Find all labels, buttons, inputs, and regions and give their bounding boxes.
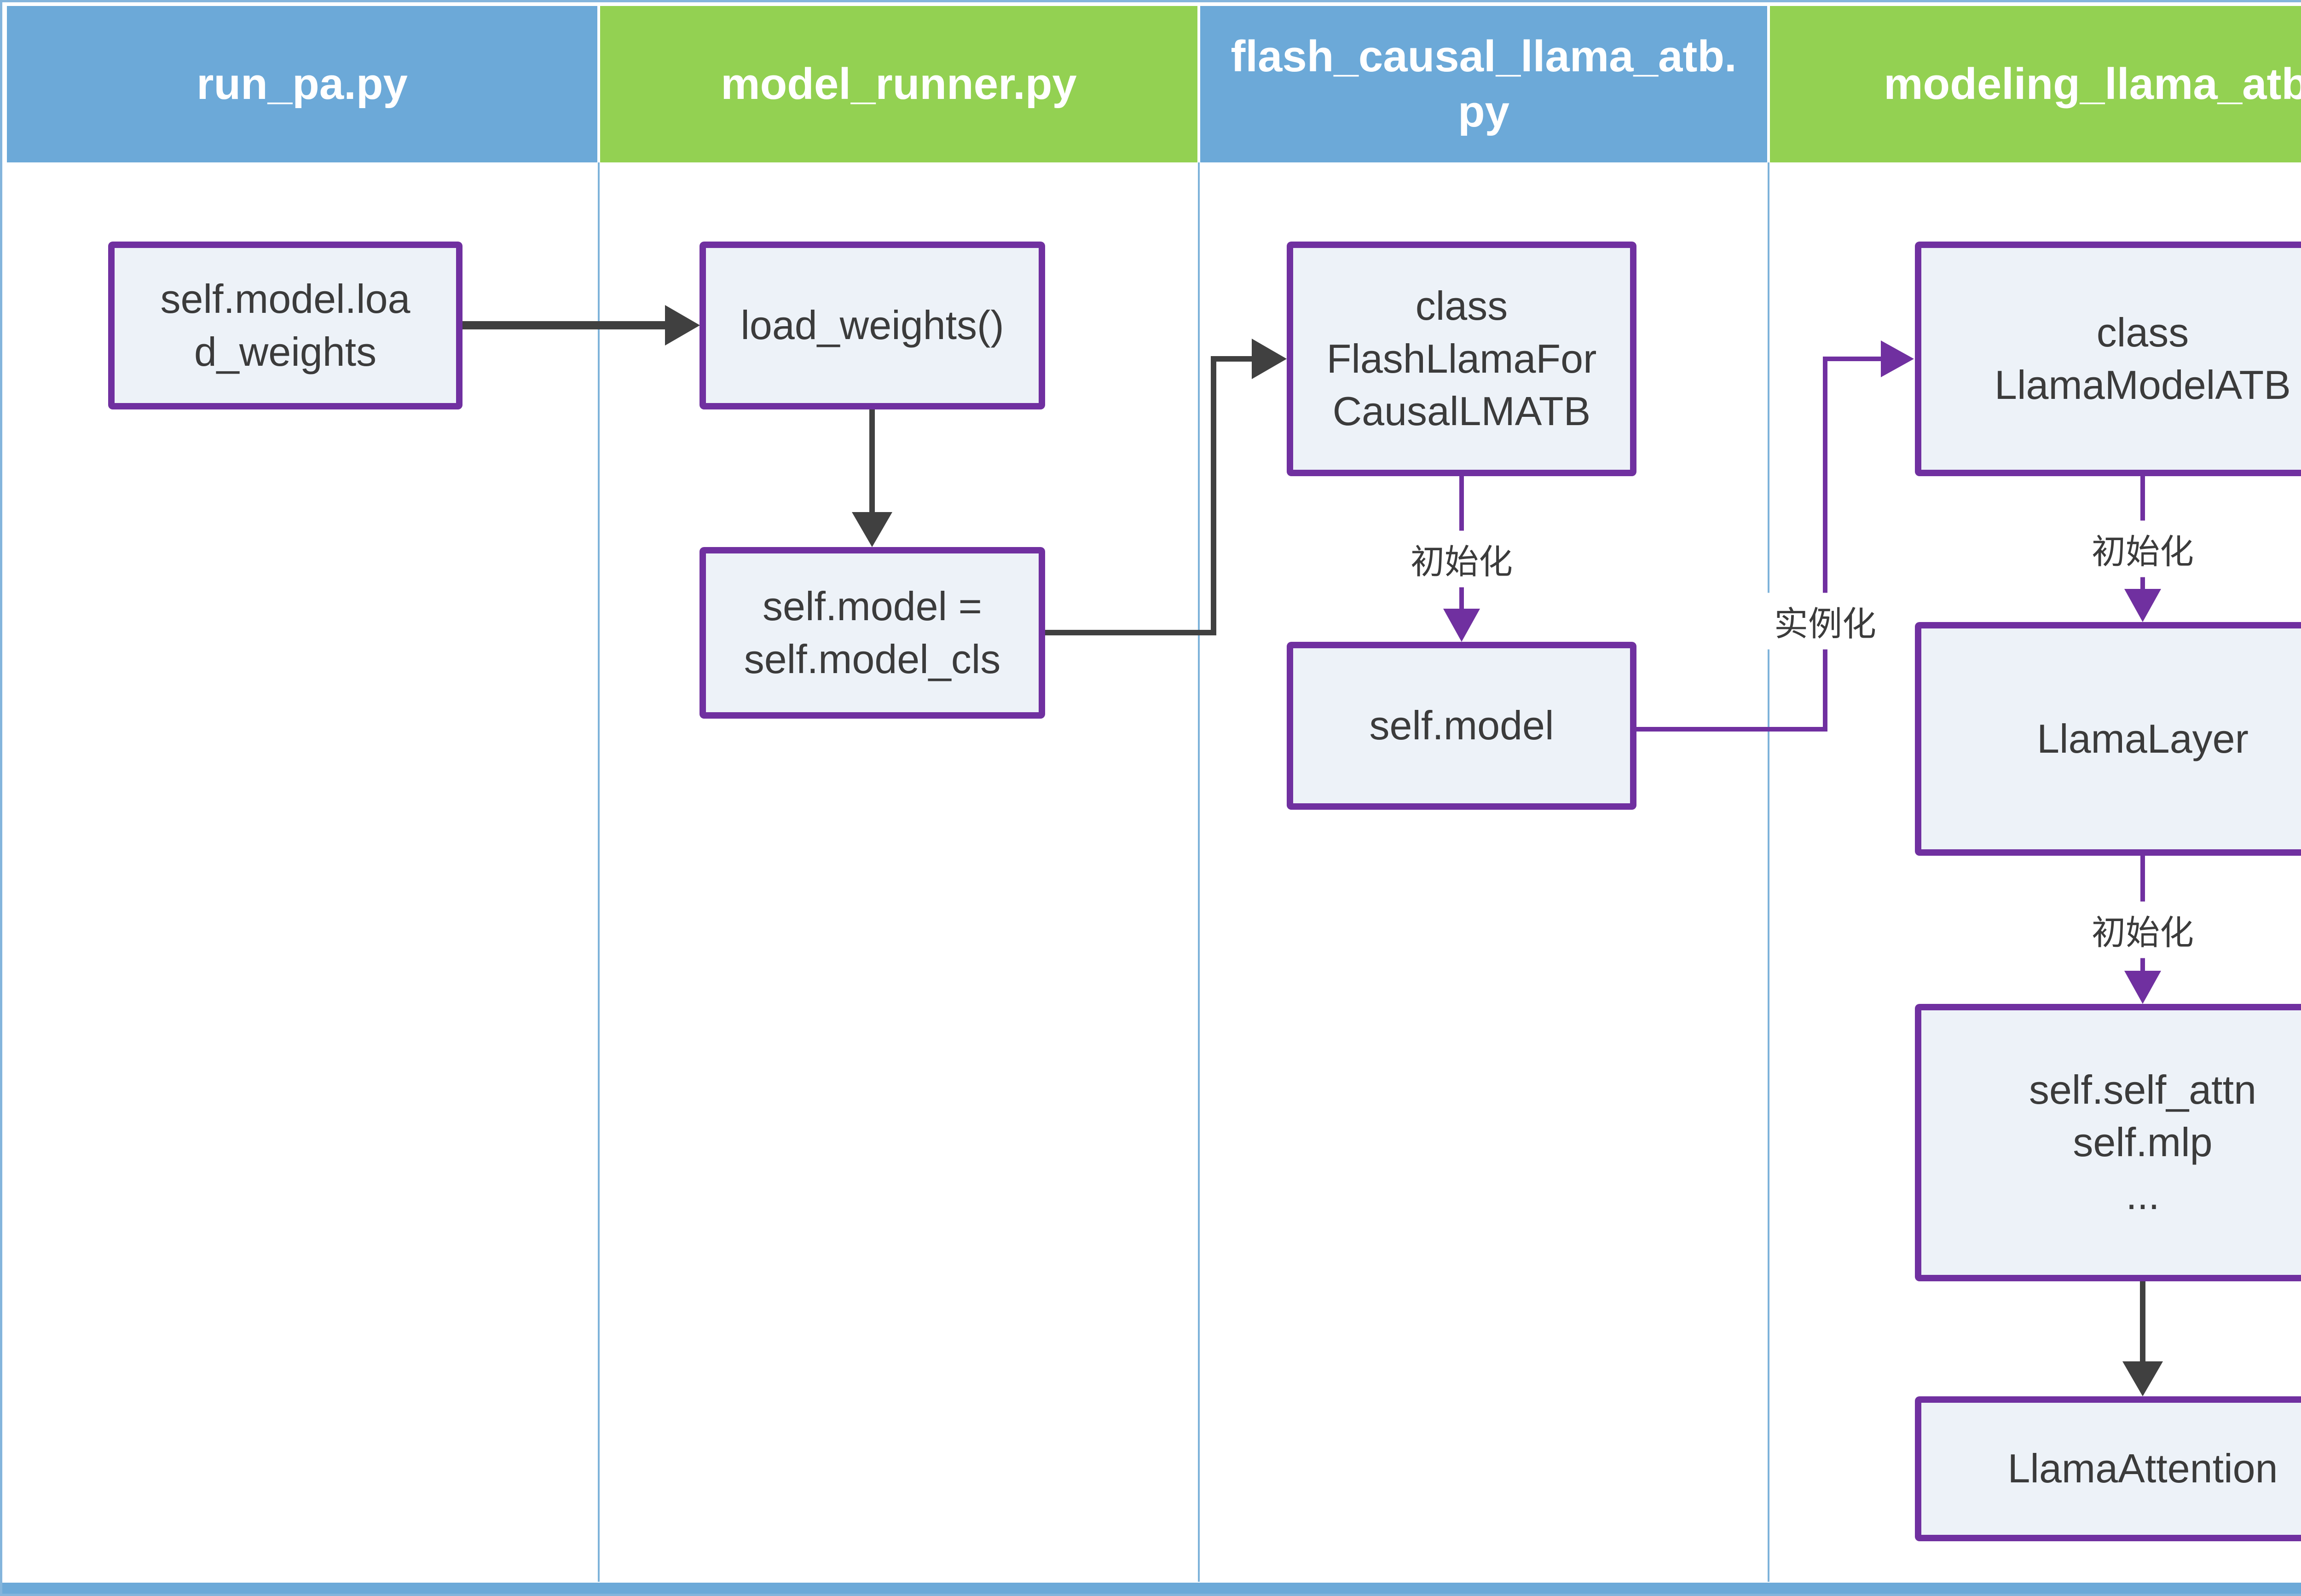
- arrow-assign-to-flash-v: [1211, 356, 1216, 635]
- lane-title: run_pa.py: [197, 59, 408, 109]
- lane-header-run-pa: run_pa.py: [7, 6, 597, 162]
- arrow-fn-to-assign-head: [852, 512, 892, 547]
- node-llama-layer: LlamaLayer: [1915, 622, 2301, 856]
- edge-label-init: 初始化: [2083, 901, 2202, 958]
- arrow-attn-to-llamaattention-line: [2140, 1281, 2145, 1366]
- arrow-model-to-llamamodel-h2: [1823, 357, 1883, 361]
- arrow-flash-to-model-head: [1443, 609, 1480, 642]
- arrow-attr-to-fn-line: [463, 321, 670, 329]
- arrow-attr-to-fn-head: [665, 305, 700, 346]
- arrow-model-to-llamamodel-h1: [1636, 727, 1827, 732]
- node-attn-mlp: self.self_attn self.mlp ...: [1915, 1004, 2301, 1281]
- lane-header-modeling-llama-atb: modeling_llama_atb.py: [1770, 6, 2301, 162]
- node-load-weights-fn: load_weights(): [700, 242, 1045, 409]
- arrow-fn-to-assign-line: [869, 409, 875, 520]
- lane-header-model-runner: model_runner.py: [600, 6, 1197, 162]
- lane-separator: [598, 162, 600, 1582]
- edge-label-init: 初始化: [1402, 530, 1521, 588]
- node-flash-llama-class: class FlashLlamaFor CausalLMATB: [1287, 242, 1636, 476]
- arrow-layer-to-attn-head: [2124, 971, 2161, 1004]
- node-model-assign: self.model = self.model_cls: [700, 547, 1045, 719]
- lane-header-flash-causal-llama: flash_causal_llama_atb. py: [1200, 6, 1767, 162]
- lane-title: modeling_llama_atb.py: [1884, 59, 2301, 109]
- lane-separator: [1768, 162, 1769, 1582]
- arrow-model-to-llamamodel-v: [1823, 357, 1827, 732]
- bottom-bar: [2, 1583, 2301, 1594]
- arrow-assign-to-flash-head: [1252, 339, 1287, 379]
- lane-title: flash_causal_llama_atb. py: [1231, 32, 1737, 136]
- lane-separator: [1198, 162, 1200, 1582]
- edge-label-init: 初始化: [2083, 520, 2202, 577]
- edge-label-instantiate: 实例化: [1766, 593, 1885, 650]
- arrow-attn-to-llamaattention-head: [2122, 1361, 2163, 1396]
- lane-title: model_runner.py: [721, 59, 1077, 109]
- arrow-model-to-llamamodel-head: [1881, 340, 1914, 377]
- arrow-assign-to-flash-h2: [1211, 356, 1257, 362]
- node-llama-attention: LlamaAttention: [1915, 1396, 2301, 1541]
- node-self-model: self.model: [1287, 642, 1636, 810]
- arrow-assign-to-flash-h1: [1045, 630, 1216, 635]
- node-load-weights-attr: self.model.loa d_weights: [108, 242, 463, 409]
- arrow-llamamodel-to-layer-head: [2124, 589, 2161, 622]
- node-llama-model-class: class LlamaModelATB: [1915, 242, 2301, 476]
